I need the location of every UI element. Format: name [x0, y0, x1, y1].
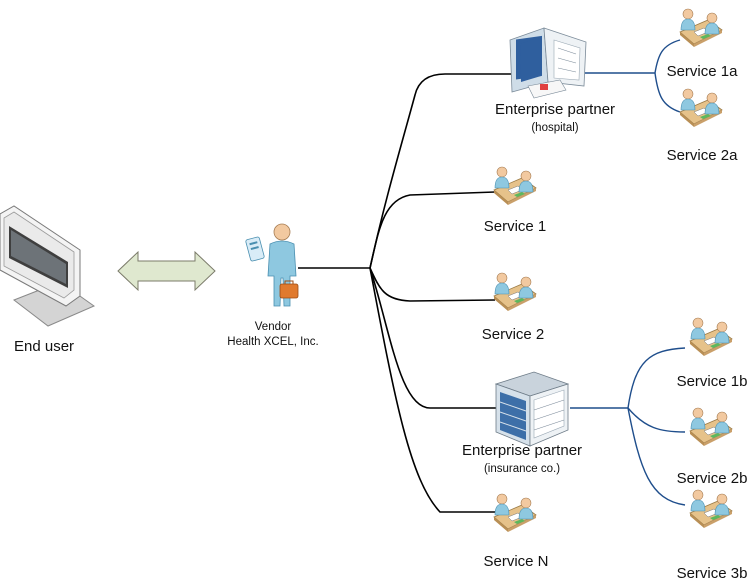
link-to-service-2b: [627, 407, 686, 433]
service-2b-icon: [689, 407, 733, 447]
service-3b-label: Service 3b: [677, 565, 748, 582]
service-2a-label: Service 2a: [667, 147, 739, 164]
link-to-service-3b: [627, 407, 686, 506]
hospital-partner-title: Enterprise partner: [495, 101, 615, 118]
service-2b-label: Service 2b: [677, 470, 748, 487]
vendor-person-icon: [245, 223, 299, 307]
insurance-building-icon: [494, 371, 570, 447]
service-1a-label: Service 1a: [667, 63, 739, 80]
service-2a-icon: [679, 88, 723, 128]
vendor-links: [298, 73, 512, 513]
vendor-label: Vendor: [255, 321, 292, 333]
insurance-partner-title: Enterprise partner: [462, 442, 582, 459]
link-to-hospital: [369, 73, 512, 269]
service-1-icon: [493, 166, 537, 206]
monitor-icon: [0, 205, 96, 327]
partner-links: [570, 39, 686, 506]
service-1b-icon: [689, 317, 733, 357]
link-to-service-n: [369, 267, 495, 513]
service-2-label: Service 2: [482, 326, 545, 343]
service-3b-icon: [689, 489, 733, 529]
service-n-icon: [493, 493, 537, 533]
link-to-service-2a: [654, 72, 681, 113]
service-1-label: Service 1: [484, 218, 547, 235]
hospital-building-icon: [509, 27, 587, 99]
service-1b-label: Service 1b: [677, 373, 748, 390]
link-to-service-1: [369, 191, 496, 269]
hospital-partner-subtitle: (hospital): [531, 122, 578, 134]
end-user-label: End user: [14, 338, 74, 355]
vendor-company-label: Health XCEL, Inc.: [227, 336, 318, 348]
service-2-icon: [493, 272, 537, 312]
link-to-service-1a: [654, 39, 681, 74]
link-to-service-2: [369, 267, 496, 302]
service-n-label: Service N: [483, 553, 548, 570]
link-to-service-1b: [627, 347, 686, 409]
insurance-partner-subtitle: (insurance co.): [484, 463, 560, 475]
bidirectional-arrow: [117, 250, 216, 292]
link-to-insurance: [369, 267, 500, 409]
service-1a-icon: [679, 8, 723, 48]
